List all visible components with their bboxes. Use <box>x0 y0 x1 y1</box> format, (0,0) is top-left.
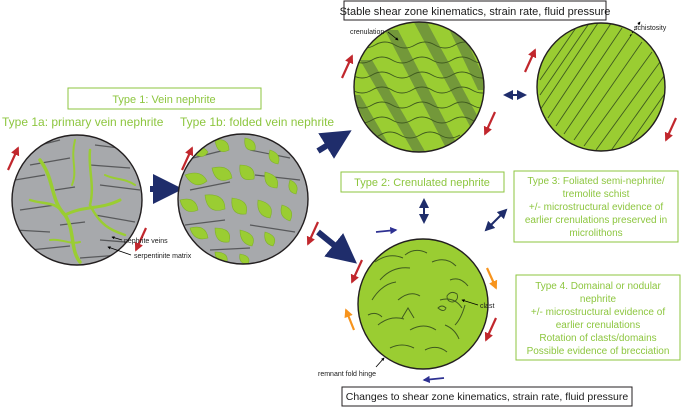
circle-type1b <box>177 133 309 265</box>
clast-icon <box>437 291 458 311</box>
type1-box-label: Type 1: Vein nephrite <box>112 94 215 106</box>
shear-arrow-red <box>134 227 148 252</box>
shear-arrow-red <box>350 259 364 284</box>
type3-line-5: microlithons <box>569 228 622 239</box>
schistosity-lines <box>539 23 665 151</box>
circle-type3 <box>536 22 666 152</box>
nephrite-veins-leader <box>111 236 123 241</box>
type4-line-5: Rotation of clasts/domains <box>539 333 656 344</box>
serpentinite-matrix-label: serpentinite matrix <box>134 253 192 260</box>
type4-line-1: Type 4. Domainal or nodular <box>535 281 661 292</box>
circle-type2 <box>353 21 485 153</box>
clast-label: clast <box>480 303 494 310</box>
shear-arrow-red <box>483 111 497 136</box>
shear-arrow-orange <box>344 308 356 331</box>
shear-arrow-red <box>664 117 678 142</box>
type1b-label: Type 1b: folded vein nephrite <box>180 115 334 129</box>
type3-line-2: tremolite schist <box>563 189 630 200</box>
remnant-fold-hinge-label: remnant fold hinge <box>318 371 376 378</box>
domainal-texture <box>367 249 469 353</box>
shear-arrow-orange <box>485 267 498 290</box>
changes-shear-box: Changes to shear zone kinematics, strain… <box>341 386 633 407</box>
stable-shear-box: Stable shear zone kinematics, strain rat… <box>340 0 611 21</box>
type1a-label: Type 1a: primary vein nephrite <box>2 115 164 129</box>
shear-arrow-blue <box>375 226 398 235</box>
changes-shear-label: Changes to shear zone kinematics, strain… <box>346 391 629 403</box>
shear-arrow-red <box>6 146 20 171</box>
shear-arrow-red <box>306 221 320 246</box>
nephrite-veins-label: nephrite veins <box>124 238 168 245</box>
transition-arrow-1b-2 <box>316 130 352 159</box>
type4-line-6: Possible evidence of brecciation <box>527 346 670 357</box>
type2-box: Type 2: Crenulated nephrite <box>340 171 505 193</box>
type2-box-label: Type 2: Crenulated nephrite <box>354 177 490 189</box>
shear-arrow-red <box>180 146 194 171</box>
transition-arrow-1b-4 <box>316 229 357 264</box>
crenulation-leader <box>387 31 399 41</box>
type3-line-3: +/- microstructural evidence of <box>529 202 663 213</box>
type3-line-4: earlier crenulations preserved in <box>525 215 667 226</box>
type4-line-2: nephrite <box>580 294 617 305</box>
shear-arrow-blue <box>422 375 445 384</box>
shear-arrow-red <box>340 54 354 79</box>
type4-line-4: earlier crenulations <box>556 320 641 331</box>
schistosity-leader <box>629 21 641 37</box>
stable-shear-label: Stable shear zone kinematics, strain rat… <box>340 6 611 18</box>
circle-type4 <box>357 238 489 370</box>
type4-box: Type 4. Domainal or nodular nephrite +/-… <box>515 274 681 361</box>
shear-arrow-red <box>484 317 498 342</box>
schistosity-label: schistosity <box>634 25 667 32</box>
serpentinite-matrix-leader <box>107 246 132 256</box>
crenulation-folds <box>354 41 484 139</box>
circle-type1a <box>11 134 143 266</box>
nephrite-veins <box>28 139 136 264</box>
shear-arrow-red <box>523 48 537 73</box>
type3-box: Type 3: Foliated semi-nephrite/ tremolit… <box>513 170 679 243</box>
serpentinite-texture <box>184 149 301 251</box>
type1-box: Type 1: Vein nephrite <box>67 87 262 110</box>
type4-line-3: +/- microstructural evidence of <box>531 307 665 318</box>
type3-line-1: Type 3: Foliated semi-nephrite/ <box>527 176 665 187</box>
remnant-fold-hinge-leader <box>375 357 385 368</box>
clast-leader <box>461 299 479 306</box>
crenulation-label: crenulation <box>350 29 384 36</box>
double-arrow-4-3 <box>484 208 508 232</box>
